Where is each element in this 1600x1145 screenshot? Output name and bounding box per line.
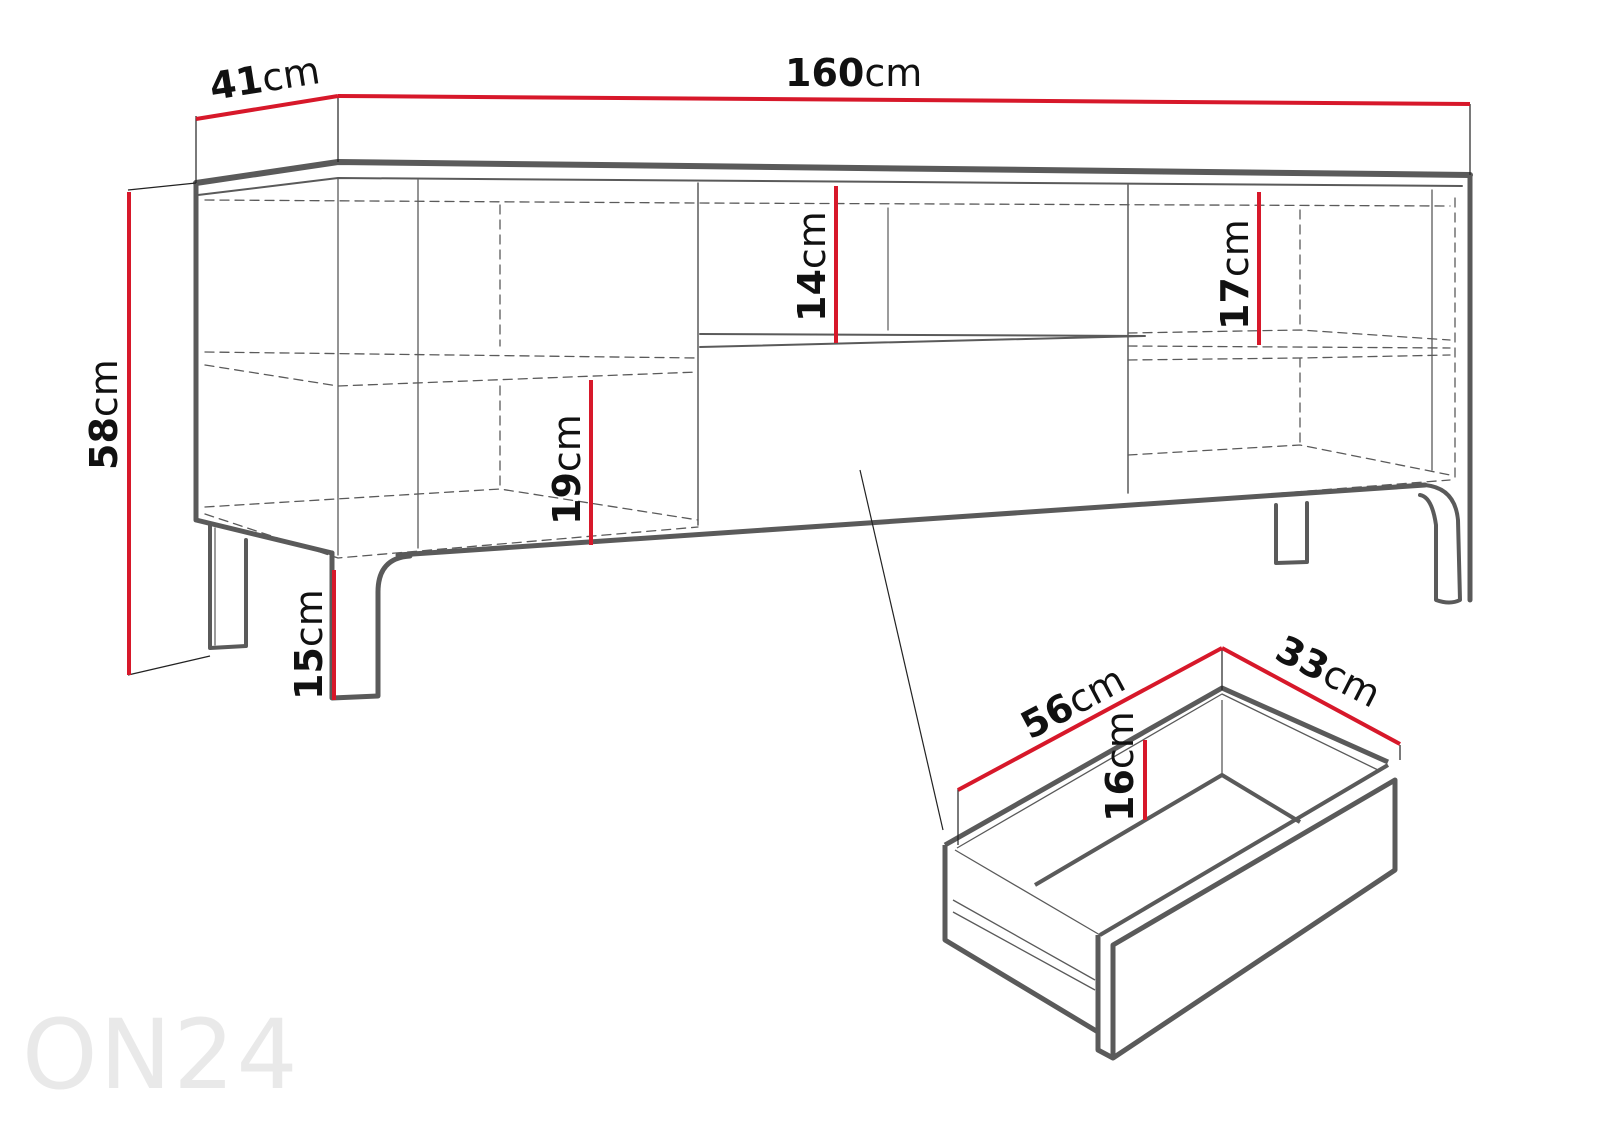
depth-line (195, 94, 339, 121)
right-shelf-label: 17cm (1213, 219, 1257, 330)
watermark-logo: ON24 (22, 999, 300, 1111)
left-shelf-label: 19cm (545, 414, 589, 525)
height-label: 58cm (82, 359, 126, 470)
drawer-depth-line (1221, 646, 1401, 746)
center-open-label: 14cm (790, 211, 834, 322)
drawer-width-line (957, 646, 1223, 792)
drawer-height-label: 16cm (1098, 711, 1142, 822)
width-line (337, 94, 1471, 106)
extension-lines (127, 96, 1471, 831)
drawer (942, 650, 1401, 1061)
drawer-depth-label: 33cm (1269, 627, 1388, 717)
cabinet (193, 159, 1473, 701)
width-label: 160cm (785, 51, 922, 95)
depth-label: 41cm (207, 48, 323, 109)
drawer-dimension-lines (957, 646, 1401, 820)
leg-height-label: 15cm (287, 589, 331, 700)
dimension-lines (127, 94, 1471, 700)
